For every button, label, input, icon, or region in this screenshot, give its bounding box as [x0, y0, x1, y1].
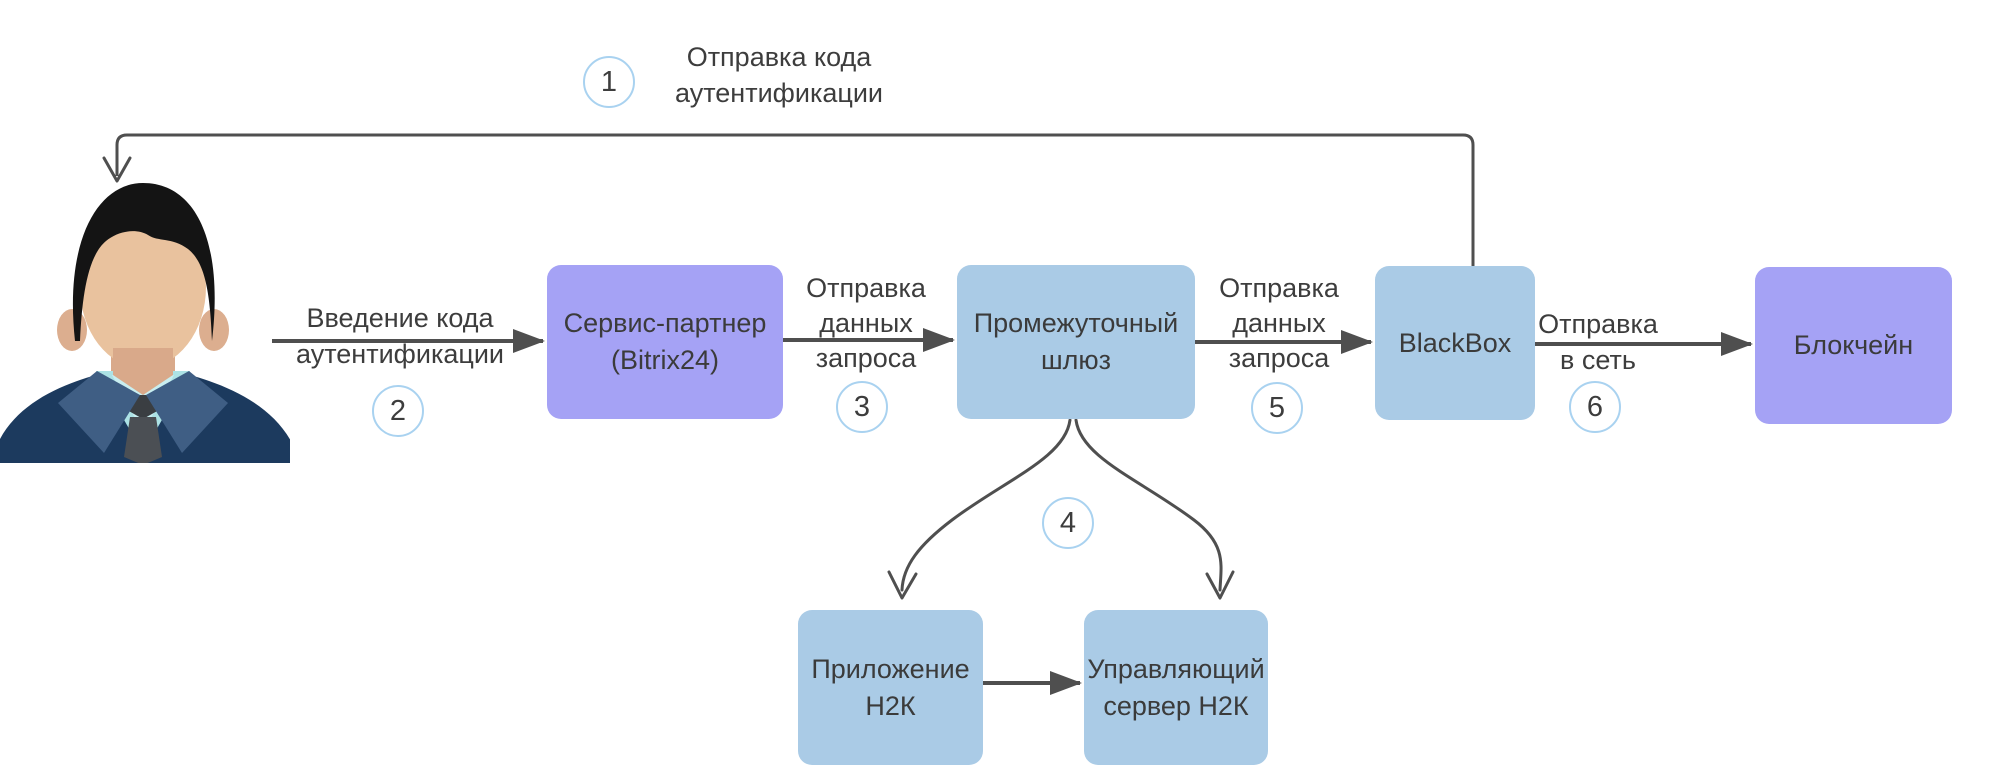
edge-label-step6: Отправка в сеть — [1538, 309, 1658, 375]
edge-label-step5: Отправка данных запроса — [1219, 273, 1339, 373]
arrow-step4-right — [1074, 418, 1223, 592]
arrowhead-step4-left — [887, 570, 918, 600]
node-label-line: Промежуточный — [973, 308, 1179, 338]
node-blackbox: BlackBox — [1375, 266, 1535, 420]
node-h2k-control-server: Управляющий сервер Н2К — [1084, 610, 1268, 765]
node-label-line: Сервис-партнер — [563, 308, 767, 338]
node-label-line: Блокчейн — [1793, 330, 1914, 360]
node-intermediate-gateway: Промежуточный шлюз — [957, 265, 1195, 419]
arrow-step1-feedback — [115, 133, 1475, 267]
node-label-line: BlackBox — [1398, 327, 1512, 358]
node-label-line: шлюз — [1040, 345, 1112, 375]
node-label-line: сервер Н2К — [1103, 690, 1249, 721]
node-label-line: Приложение — [811, 653, 970, 684]
edge-label-step1: Отправка кода аутентификации — [675, 42, 883, 108]
edge-label-step3: Отправка данных запроса — [806, 273, 926, 373]
step-badge-1: 1 — [583, 56, 635, 108]
node-label-line: Н2К — [865, 690, 916, 721]
step-badge-5: 5 — [1251, 382, 1303, 434]
step-badge-2: 2 — [372, 385, 424, 437]
arrowhead-step1 — [102, 156, 132, 183]
node-h2k-application: Приложение Н2К — [798, 610, 983, 765]
node-label-line: Управляющий — [1087, 653, 1265, 684]
step-badge-4: 4 — [1042, 497, 1094, 549]
node-label-line: (Bitrix24) — [610, 345, 719, 375]
user-avatar-icon — [0, 183, 290, 463]
step-badge-3: 3 — [836, 381, 888, 433]
step-badge-6: 6 — [1569, 381, 1621, 433]
node-service-partner: Сервис-партнер (Bitrix24) — [547, 265, 783, 419]
arrowhead-step4-right — [1205, 570, 1235, 600]
arrow-step4-left — [900, 418, 1072, 592]
node-blockchain: Блокчейн — [1755, 267, 1952, 424]
edge-label-step2: Введение кода аутентификации — [296, 303, 504, 369]
